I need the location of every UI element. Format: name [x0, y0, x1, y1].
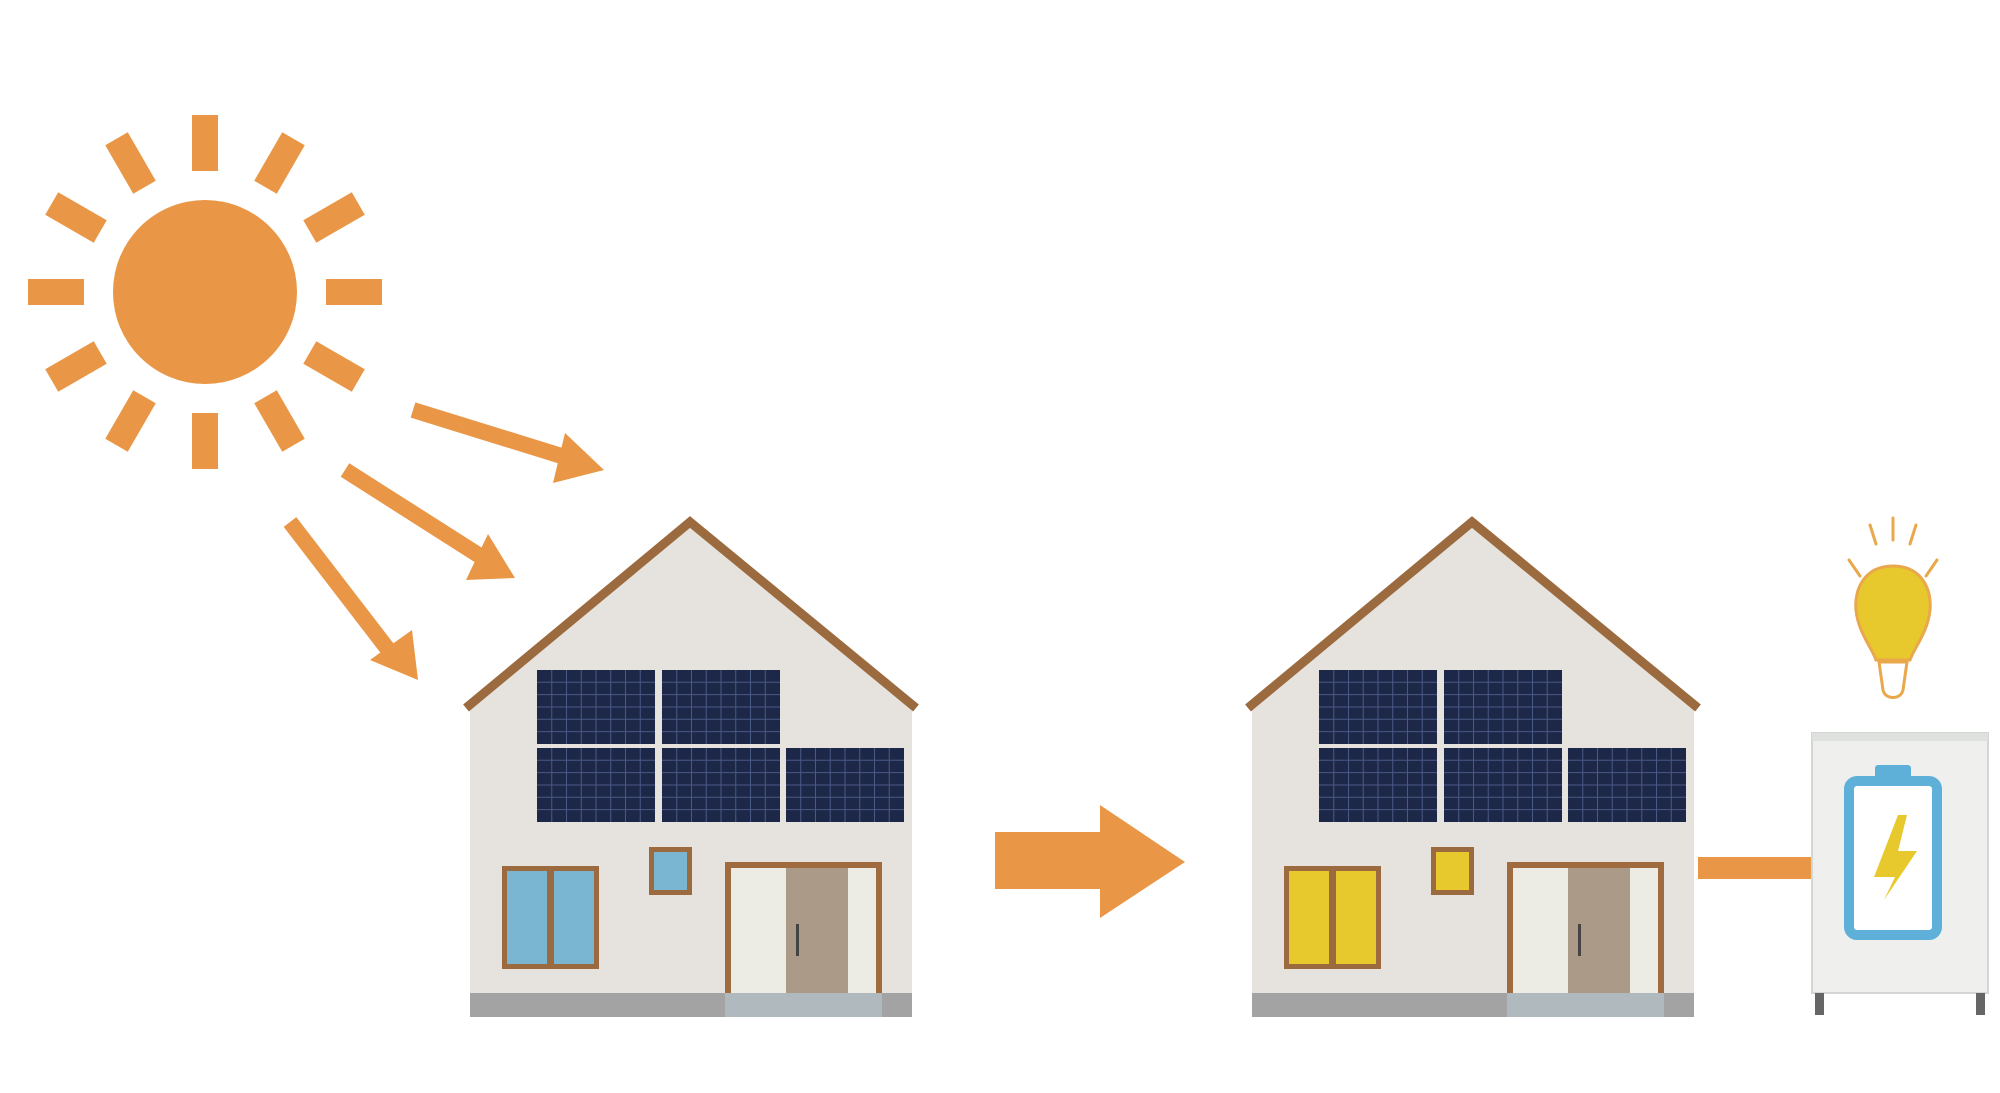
front-door	[1507, 862, 1664, 993]
window-large-lit	[1284, 866, 1381, 969]
roof-trim	[463, 516, 919, 712]
house-before	[463, 516, 919, 1017]
lightning-bolt-icon	[1874, 815, 1917, 900]
battery-storage-unit	[1811, 732, 1989, 1015]
sun-icon	[113, 200, 297, 384]
door-step	[725, 993, 882, 1017]
sunlight-arrow-1	[410, 402, 604, 483]
sun-rays-icon	[28, 115, 382, 469]
house-after	[1245, 516, 1701, 1017]
light-bulb-icon	[1847, 516, 1939, 699]
sunlight-arrow-2	[340, 463, 515, 580]
sunlight-arrow-3	[283, 517, 418, 680]
cabinet-leg	[1815, 993, 1824, 1015]
cabinet-leg	[1976, 993, 1985, 1015]
door-step	[1507, 993, 1664, 1017]
window-small	[649, 847, 692, 895]
roof-trim	[1245, 516, 1701, 712]
front-door	[725, 862, 882, 993]
power-cable	[1698, 857, 1816, 879]
window-large	[502, 866, 599, 969]
window-small-lit	[1431, 847, 1474, 895]
right-arrow-icon	[995, 805, 1185, 918]
